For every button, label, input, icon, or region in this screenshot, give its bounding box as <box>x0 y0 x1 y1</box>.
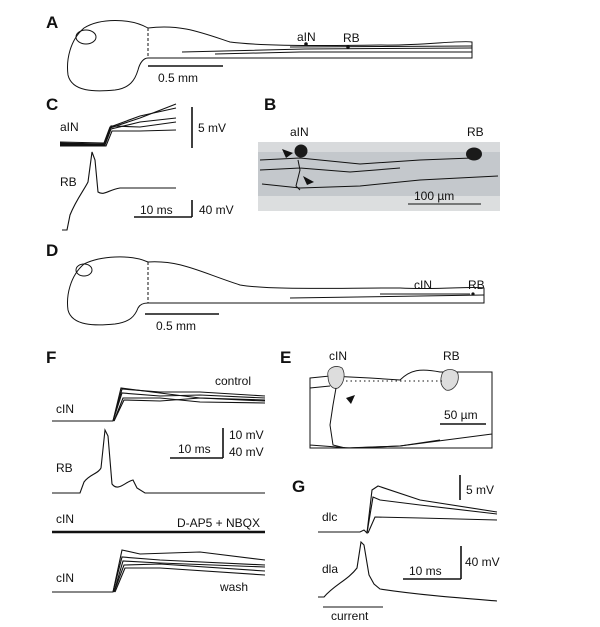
ain-traces <box>59 103 177 147</box>
scale-label-a: 0.5 mm <box>158 71 198 85</box>
cin-wash-traces <box>52 549 266 593</box>
trace-label-dlc: dlc <box>322 510 337 524</box>
tadpole-outline-d <box>67 256 485 326</box>
panel-label-b: B <box>264 95 276 114</box>
axon-tracings <box>181 45 473 55</box>
panel-label-g: G <box>292 477 305 496</box>
panel-c: C aIN 5 mV RB 10 ms 40 mV <box>46 95 234 231</box>
rb-soma-marker <box>471 292 475 296</box>
rb-soma-e <box>440 369 459 391</box>
scale-label-c-5mv: 5 mV <box>198 121 226 135</box>
rb-soma <box>466 147 482 161</box>
arrowhead-icon <box>282 149 293 158</box>
trace-label-ain: aIN <box>60 120 79 134</box>
rb-soma-marker <box>346 45 350 49</box>
scale-label-d: 0.5 mm <box>156 319 196 333</box>
trace-label-rb-f: RB <box>56 461 73 475</box>
panel-b: B aIN RB 100 µm <box>258 95 500 211</box>
scale-label-g-5mv: 5 mV <box>466 483 494 497</box>
cell-label-rb-b: RB <box>467 125 484 139</box>
condition-control: control <box>215 374 251 388</box>
cell-label-ain-b: aIN <box>290 125 309 139</box>
panel-label-f: F <box>46 348 56 367</box>
cell-label-cin-e: cIN <box>329 349 347 363</box>
panel-a: A aIN RB 0.5 mm <box>46 13 473 92</box>
trace-label-dla: dla <box>322 562 338 576</box>
arrowhead-icon <box>346 395 355 404</box>
scale-label-c-40mv: 40 mV <box>199 203 234 217</box>
arrowhead-icon <box>303 176 314 185</box>
scale-label-f-40mv: 40 mV <box>229 445 264 459</box>
tadpole-outline-a <box>67 20 473 92</box>
cin-control-traces <box>52 387 266 422</box>
stimulus-label: current <box>331 609 369 622</box>
cell-label-rb-e: RB <box>443 349 460 363</box>
scale-label-b: 100 µm <box>414 189 454 203</box>
dla-trace <box>318 540 498 602</box>
eye-outline <box>75 263 93 277</box>
axon-tracings <box>289 293 485 299</box>
cin-axon <box>329 387 441 449</box>
panel-label-c: C <box>46 95 58 114</box>
panel-d: D cIN RB 0.5 mm <box>46 241 485 333</box>
rb-trace-f <box>52 428 265 494</box>
cell-label-cin: cIN <box>414 278 432 292</box>
condition-wash: wash <box>219 580 248 594</box>
trace-label-cin-control: cIN <box>56 402 74 416</box>
scale-label-e: 50 µm <box>444 408 478 422</box>
ain-soma-marker <box>304 42 308 46</box>
rb-trace-c <box>62 151 176 231</box>
panel-e: E cIN RB 50 µm <box>280 348 493 449</box>
scale-label-f-time: 10 ms <box>178 442 211 456</box>
cell-label-rb: RB <box>468 278 485 292</box>
scale-label-g-40mv: 40 mV <box>465 555 500 569</box>
neurite-tracings <box>259 157 499 191</box>
panel-f: F control cIN 10 ms 10 mV 40 mV RB cIN D… <box>46 348 266 594</box>
panel-g: G 5 mV dlc dla 10 ms 40 mV current <box>292 475 500 623</box>
panel-label-a: A <box>46 13 58 32</box>
cell-label-rb: RB <box>343 31 360 45</box>
eye-outline <box>75 29 97 45</box>
trace-label-rb: RB <box>60 175 77 189</box>
scale-label-g-time: 10 ms <box>409 564 442 578</box>
scale-label-f-10mv: 10 mV <box>229 428 264 442</box>
cell-label-ain: aIN <box>297 30 316 44</box>
panel-label-d: D <box>46 241 58 260</box>
ain-soma <box>294 144 308 158</box>
scale-label-c-time: 10 ms <box>140 203 173 217</box>
condition-dap5-nbqx: D-AP5 + NBQX <box>177 516 260 530</box>
dlc-traces <box>318 485 498 535</box>
cin-soma <box>327 366 345 389</box>
trace-label-cin-blocked: cIN <box>56 512 74 526</box>
panel-label-e: E <box>280 348 291 367</box>
trace-label-cin-wash: cIN <box>56 571 74 585</box>
